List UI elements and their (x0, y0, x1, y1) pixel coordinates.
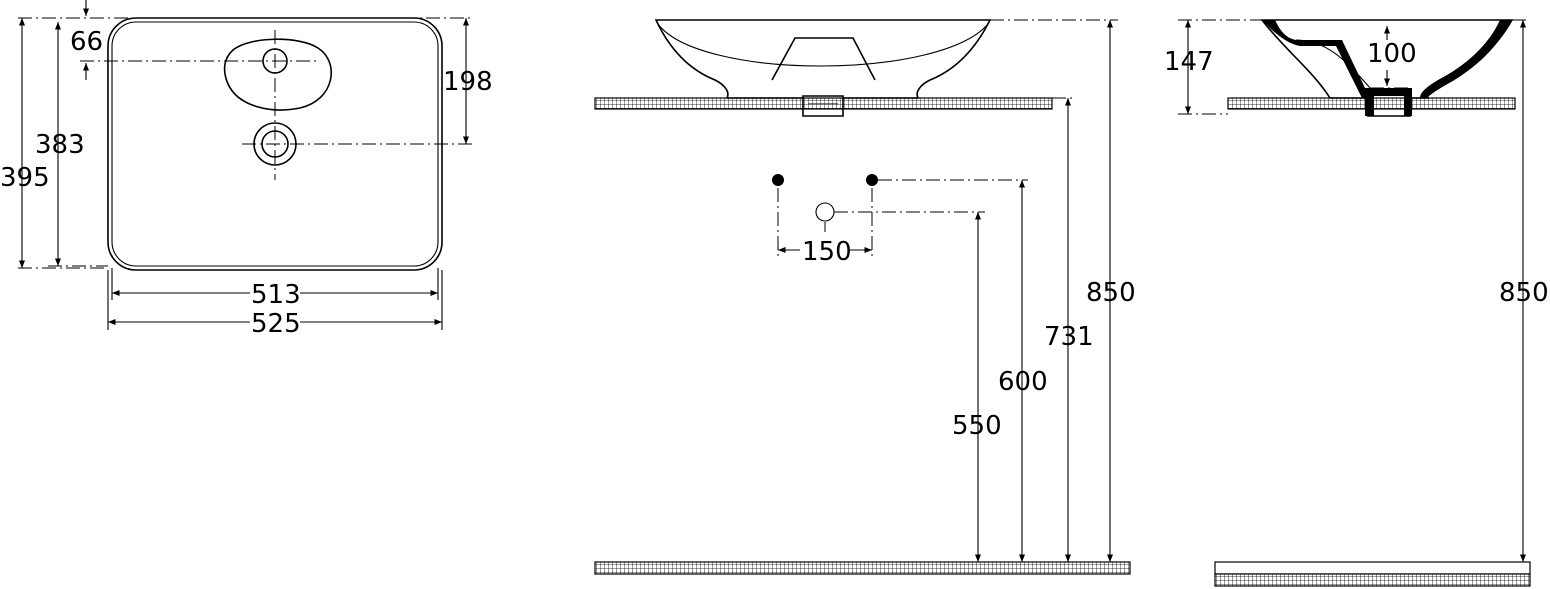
basin-front-inner (657, 23, 989, 67)
dim-147-label: 147 (1164, 47, 1214, 77)
supply-hole-left (772, 174, 784, 186)
basin-side-section-left (1262, 20, 1330, 46)
dim-600-label: 600 (998, 367, 1048, 397)
waste-front (802, 98, 844, 117)
dim-850-side-label: 850 (1499, 278, 1549, 308)
supply-hole-right (866, 174, 878, 186)
floor-side (1214, 573, 1531, 587)
dim-513-label: 513 (251, 280, 301, 310)
floor-side-top (1214, 561, 1531, 575)
waste-outlet (815, 202, 835, 222)
front-view: 150 550 600 731 850 (594, 19, 1136, 575)
tap-boss-front (771, 37, 876, 81)
basin-side-section-mid (1330, 40, 1372, 98)
dim-850-front-label: 850 (1086, 278, 1136, 308)
dim-525-label: 525 (251, 309, 301, 339)
dim-731-label: 731 (1044, 322, 1094, 352)
dim-100-label: 100 (1367, 39, 1417, 69)
dim-150-label: 150 (802, 237, 852, 267)
dim-66-label: 66 (70, 27, 103, 57)
floor-front (594, 561, 1131, 575)
basin-front-body (654, 19, 992, 99)
top-view: 66 198 383 395 513 525 (0, 0, 493, 339)
tap-boss (223, 38, 332, 111)
basin-side-inner-curve (1295, 39, 1373, 91)
basin-side-section-drain (1365, 88, 1412, 116)
dim-383-label: 383 (35, 130, 85, 160)
basin-side-section-right (1420, 20, 1512, 98)
dim-550-label: 550 (952, 411, 1002, 441)
dim-395-label: 395 (0, 163, 50, 193)
dim-198-label: 198 (443, 67, 493, 97)
side-view: 147 100 850 (1164, 19, 1549, 587)
